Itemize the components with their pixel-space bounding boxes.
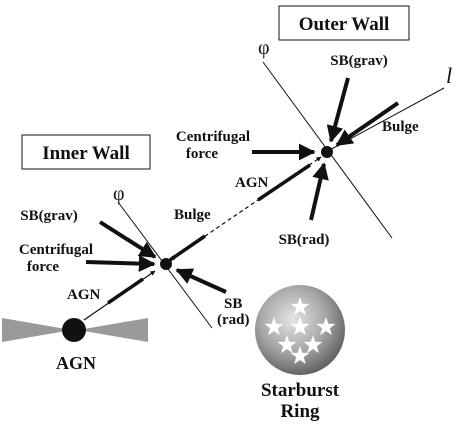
outer-centrifugal-label-2: force bbox=[186, 146, 219, 162]
star-icon bbox=[264, 317, 284, 336]
inner-agn-label: AGN bbox=[67, 287, 101, 303]
agn-source: AGN bbox=[2, 318, 148, 373]
outer-sb-grav-label: SB(grav) bbox=[330, 53, 388, 69]
inner-wall-title-box: Inner Wall bbox=[21, 134, 151, 170]
inner-agn-segment bbox=[107, 277, 144, 305]
starburst-label-2: Ring bbox=[280, 401, 320, 422]
inner-sb-grav-arrow bbox=[98, 220, 157, 259]
agn-left-cone bbox=[2, 318, 72, 342]
outer-agn-label: AGN bbox=[235, 175, 269, 191]
inner-phi-label: φ bbox=[113, 183, 125, 205]
inner-wall-point bbox=[160, 258, 172, 270]
star-icon bbox=[277, 335, 297, 354]
starburst-label-1: Starburst bbox=[261, 380, 340, 401]
outer-sb-rad-arrow bbox=[309, 162, 329, 221]
agn-right-cone bbox=[78, 318, 148, 342]
bulge-segment bbox=[169, 234, 206, 262]
inner-centrifugal-label-1: Centrifugal bbox=[19, 242, 93, 258]
star-icon bbox=[303, 335, 323, 354]
inner-sb-rad-arrow bbox=[175, 268, 227, 294]
outer-sb-rad-label: SB(rad) bbox=[279, 232, 330, 248]
outer-bulge-label: Bulge bbox=[382, 119, 419, 135]
starburst-ring: Starburst Ring bbox=[255, 285, 345, 422]
inner-centrifugal-arrow bbox=[85, 255, 156, 272]
outer-wall-point bbox=[321, 146, 333, 158]
agn-core bbox=[62, 318, 86, 342]
starburst-stars bbox=[264, 297, 336, 365]
outer-bulge-arrow bbox=[335, 101, 400, 147]
inner-bulge-label: Bulge bbox=[174, 207, 211, 223]
outer-l-label: l bbox=[446, 63, 452, 88]
inner-wall-title: Inner Wall bbox=[42, 143, 129, 164]
star-icon bbox=[290, 317, 310, 336]
inner-sb-rad-label-1: SB bbox=[224, 296, 242, 312]
outer-centrifugal-label-1: Centrifugal bbox=[176, 129, 250, 145]
star-icon bbox=[290, 346, 310, 365]
star-icon bbox=[316, 317, 336, 336]
inner-sb-rad-label-2: (rad) bbox=[217, 312, 250, 328]
star-icon bbox=[290, 297, 310, 316]
outer-wall-title: Outer Wall bbox=[299, 14, 390, 35]
outer-phi-label: φ bbox=[258, 37, 270, 59]
inner-sb-grav-label: SB(grav) bbox=[20, 208, 78, 224]
outer-sb-grav-arrow bbox=[326, 77, 350, 143]
agn-label: AGN bbox=[56, 353, 96, 373]
agn-segment bbox=[257, 163, 311, 202]
inner-centrifugal-label-2: force bbox=[27, 259, 60, 275]
outer-wall-title-box: Outer Wall bbox=[278, 5, 410, 41]
